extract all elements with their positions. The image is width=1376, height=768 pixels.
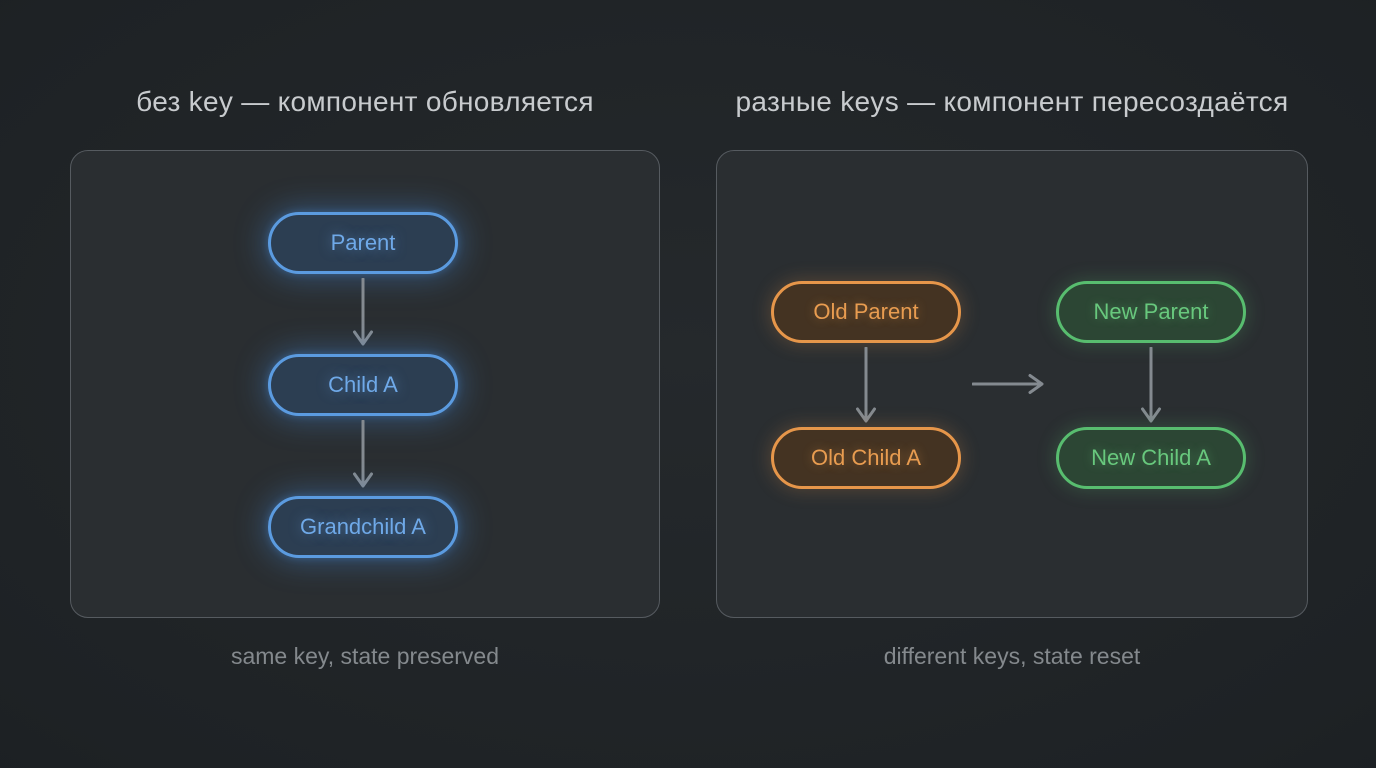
right-panel-caption: different keys, state reset bbox=[883, 643, 1141, 669]
node-grandchild-a-label: Grandchild A bbox=[300, 514, 426, 539]
arrow-down-icon bbox=[856, 347, 876, 423]
node-new-parent-label: New Parent bbox=[1093, 299, 1209, 324]
node-parent-label: Parent bbox=[330, 230, 396, 255]
node-old-child-a: Old Child A bbox=[771, 427, 961, 489]
left-panel: Parent Child A Grandchild A bbox=[70, 150, 660, 618]
right-panel: Old Parent New Parent Old Child A New Ch… bbox=[716, 150, 1308, 618]
arrow-down-icon bbox=[1141, 347, 1161, 423]
node-old-parent-label: Old Parent bbox=[813, 299, 919, 324]
left-panel-title: без key — компонент обновляется bbox=[136, 86, 594, 117]
node-child-a: Child A bbox=[268, 354, 458, 416]
right-panel-title: разные keys — компонент пересоздаётся bbox=[735, 86, 1289, 117]
node-new-child-a: New Child A bbox=[1056, 427, 1246, 489]
left-panel-caption: same key, state preserved bbox=[230, 643, 500, 669]
node-old-parent: Old Parent bbox=[771, 281, 961, 343]
arrow-down-icon bbox=[353, 420, 373, 488]
node-parent: Parent bbox=[268, 212, 458, 274]
node-child-a-label: Child A bbox=[328, 372, 398, 397]
node-new-parent: New Parent bbox=[1056, 281, 1246, 343]
node-old-child-a-label: Old Child A bbox=[810, 445, 922, 470]
arrow-right-icon bbox=[972, 374, 1044, 394]
node-grandchild-a: Grandchild A bbox=[268, 496, 458, 558]
node-new-child-a-label: New Child A bbox=[1091, 445, 1211, 470]
arrow-down-icon bbox=[353, 278, 373, 346]
